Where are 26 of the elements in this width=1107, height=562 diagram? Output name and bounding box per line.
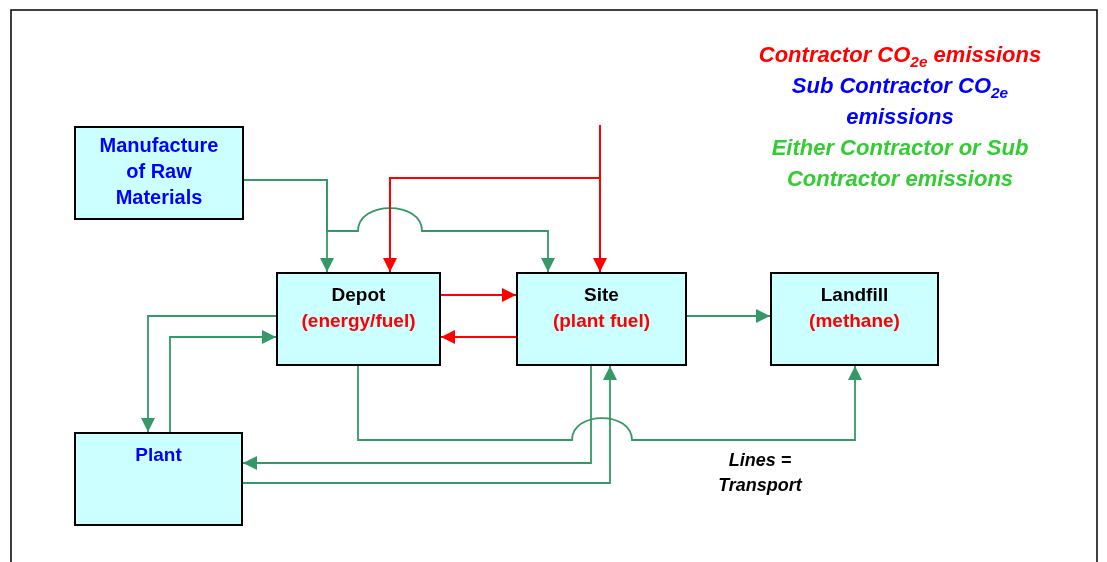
arrow [686,309,771,323]
process-box [516,272,687,366]
arrow [357,365,862,441]
box-subtitle: (plant fuel) [551,309,652,333]
arrow [383,124,601,273]
arrow [169,330,277,433]
box-title: Landfill [819,283,890,307]
box-title: Depot [330,283,387,307]
arrow [440,330,517,344]
box-subtitle: (methane) [808,309,901,333]
box-title: Manufacture of Raw Materials [98,133,220,210]
arrow [242,365,617,484]
legend-text: Either Contractor or Sub Contractor emissions [770,134,1030,193]
process-box [770,272,939,366]
box-title: Site [583,283,620,307]
process-box [74,432,243,526]
arrow [141,315,277,433]
legend-text: Contractor CO$_{2e}$ emissions [757,41,1043,71]
box-title: Plant [134,443,183,467]
arrow [440,288,517,302]
note-text: Lines = Transport [717,449,804,498]
process-box [74,126,244,220]
box-subtitle: (energy/fuel) [300,309,417,333]
legend-text: Sub Contractor CO$_{2e}$ emissions [790,72,1010,131]
process-box [276,272,441,366]
arrow [242,365,592,470]
